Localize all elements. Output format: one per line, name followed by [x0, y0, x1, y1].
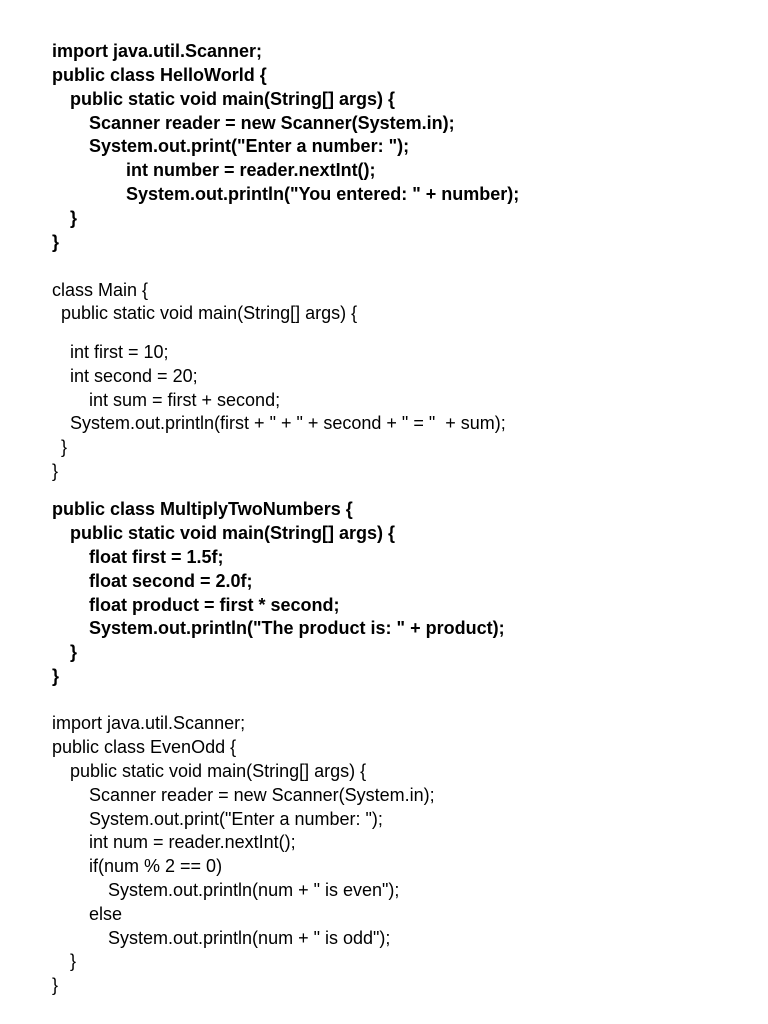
code-line: Scanner reader = new Scanner(System.in); [89, 113, 455, 133]
code-line: public class EvenOdd { [52, 737, 237, 757]
code-line: System.out.println(first + " + " + secon… [70, 413, 506, 433]
code-line: public class MultiplyTwoNumbers { [52, 499, 353, 519]
code-line: } [52, 975, 59, 995]
code-line: } [61, 437, 68, 457]
code-line: import java.util.Scanner; [52, 713, 246, 733]
code-line: System.out.println(num + " is odd"); [108, 928, 391, 948]
code-line: } [70, 951, 77, 971]
code-line: public static void main(String[] args) { [70, 523, 396, 543]
code-line: int number = reader.nextInt(); [126, 160, 376, 180]
code-line: float product = first * second; [89, 595, 340, 615]
code-line: } [52, 232, 60, 252]
code-line: public static void main(String[] args) { [70, 761, 367, 781]
code-line: class Main { [52, 280, 149, 300]
code-line: import java.util.Scanner; [52, 41, 263, 61]
code-line: int second = 20; [70, 366, 198, 386]
code-line: public static void main(String[] args) { [70, 89, 396, 109]
code-line: System.out.print("Enter a number: "); [89, 136, 410, 156]
code-line: else [89, 904, 123, 924]
code-line: int sum = first + second; [89, 390, 281, 410]
code-line: int first = 10; [70, 342, 169, 362]
code-line: int num = reader.nextInt(); [89, 832, 296, 852]
code-line: public static void main(String[] args) { [61, 303, 358, 323]
code-line: Scanner reader = new Scanner(System.in); [89, 785, 435, 805]
code-line: } [70, 642, 78, 662]
code-line: } [70, 208, 78, 228]
code-line: float second = 2.0f; [89, 571, 253, 591]
code-line: System.out.print("Enter a number: "); [89, 809, 383, 829]
code-line: public class HelloWorld { [52, 65, 267, 85]
code-line: System.out.println("The product is: " + … [89, 618, 505, 638]
code-line: float first = 1.5f; [89, 547, 224, 567]
code-line: System.out.println("You entered: " + num… [126, 184, 520, 204]
code-line: System.out.println(num + " is even"); [108, 880, 400, 900]
code-line: } [52, 666, 60, 686]
code-line: } [52, 461, 59, 481]
code-line: if(num % 2 == 0) [89, 856, 223, 876]
